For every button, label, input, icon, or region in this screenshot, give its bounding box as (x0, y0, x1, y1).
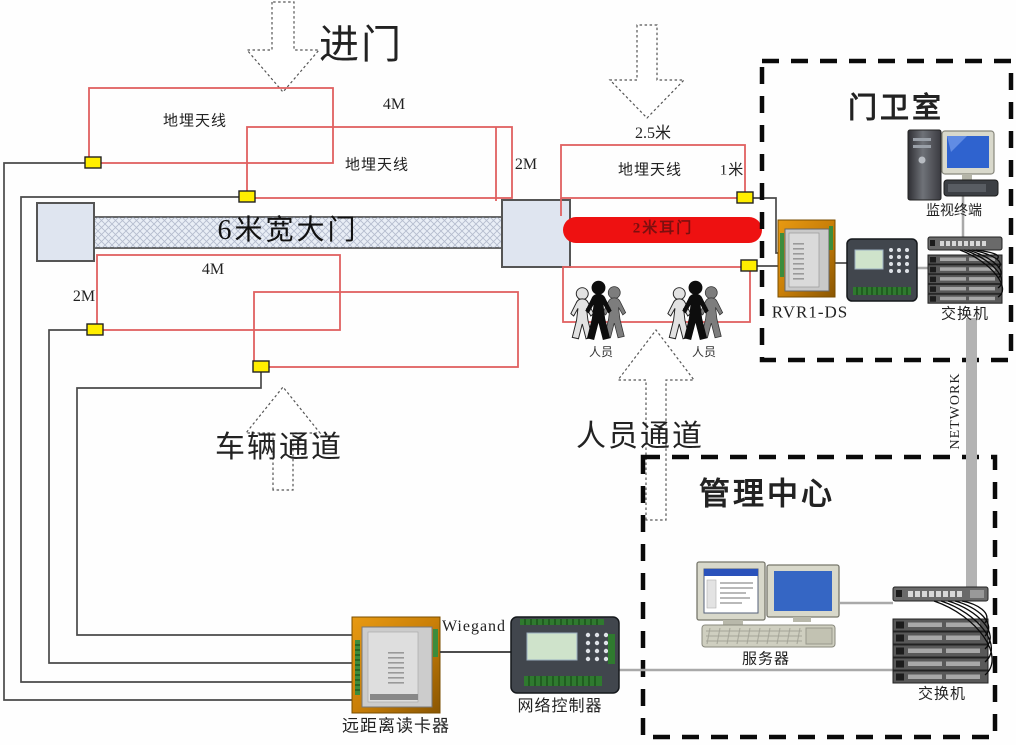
antenna-connector-1 (84, 156, 102, 169)
antenna-label-entry-1: 地埋天线 (162, 113, 228, 130)
buried-antenna-loops (88, 87, 751, 368)
entry-arrow-label: 进门 (319, 22, 403, 67)
antenna-connector-3 (86, 323, 104, 336)
network-controller-label: 网络控制器 (517, 698, 603, 715)
management-switch-stack (892, 618, 989, 684)
wiegand-label: Wiegand (441, 618, 507, 635)
antenna-label-personnel: 地埋天线 (617, 162, 683, 179)
personnel-passage-label: 人员通道 (576, 420, 704, 453)
monitor-terminal-label: 监视终端 (926, 204, 982, 219)
antenna-loop-personnel-out (562, 266, 751, 323)
antenna-label-entry-2: 地埋天线 (344, 157, 410, 174)
people-group-1-icon (570, 280, 627, 340)
guard-switch-cables (959, 249, 1004, 298)
server-icon (696, 561, 840, 648)
antenna-gap-2m-left: 2M (72, 288, 96, 305)
antenna-connector-5 (736, 191, 754, 204)
guard-switch-icon (927, 236, 1004, 304)
guard-room-title: 门卫室 (847, 92, 945, 125)
monitor-terminal-icon (907, 129, 999, 201)
antenna-loop-entry-2 (246, 126, 513, 199)
network-connections (618, 196, 965, 672)
management-switch-icon (892, 586, 993, 684)
rvr1-ds-label: RVR1-DS (771, 302, 849, 322)
personnel-entry-width: 2.5米 (634, 125, 672, 142)
antenna-loop-entry-1 (88, 87, 334, 164)
management-switch-label: 交换机 (917, 686, 967, 703)
personnel-entry-arrow-icon (608, 24, 686, 119)
rvr1-ds-device-icon (777, 219, 836, 298)
antenna-loop-exit-2 (253, 291, 519, 368)
vehicle-passage-arrow-icon (244, 386, 322, 491)
antenna-width-4m-top: 4M (382, 96, 406, 113)
antenna-connectors (84, 156, 758, 373)
antenna-connector-4 (252, 360, 270, 373)
server-label: 服务器 (741, 651, 791, 668)
side-door-label: 2米耳门 (632, 220, 694, 237)
vehicle-passage-label: 车辆通道 (215, 431, 343, 464)
people-group-1-label: 人员 (588, 345, 614, 359)
main-gate-bar (93, 216, 504, 249)
antenna-gap-2m-top: 2M (514, 156, 538, 173)
antenna-loop-personnel-in (560, 144, 746, 199)
management-center-boundary (640, 454, 998, 740)
network-bar (966, 318, 977, 590)
main-gate-label: 6米宽大门 (217, 215, 359, 246)
guard-switch-label: 交换机 (940, 306, 990, 323)
vehicle-entry-arrow-icon (245, 1, 321, 93)
antenna-width-4m-bottom: 4M (201, 261, 225, 278)
long-range-reader-label: 远距离读卡器 (342, 716, 450, 736)
antenna-connector-6 (740, 259, 758, 272)
gate-post-right (501, 199, 571, 268)
side-door-pill (563, 217, 762, 243)
gate-post-left (36, 202, 95, 262)
management-switch-cables (933, 600, 993, 676)
people-group-2-icon (667, 280, 724, 340)
people-group-2-label: 人员 (691, 345, 717, 359)
guard-switch-stack (927, 254, 1003, 304)
network-label: NETWORK (948, 372, 963, 450)
antenna-connector-2 (238, 190, 256, 203)
management-center-title: 管理中心 (699, 476, 835, 512)
personnel-passage-arrow-icon (616, 329, 696, 521)
long-range-reader-icon (351, 616, 441, 714)
network-controller-icon (510, 616, 620, 694)
personnel-edge-gap: 1米 (719, 162, 745, 179)
guard-controller-icon (846, 238, 918, 302)
guard-room-boundary (759, 58, 1014, 363)
